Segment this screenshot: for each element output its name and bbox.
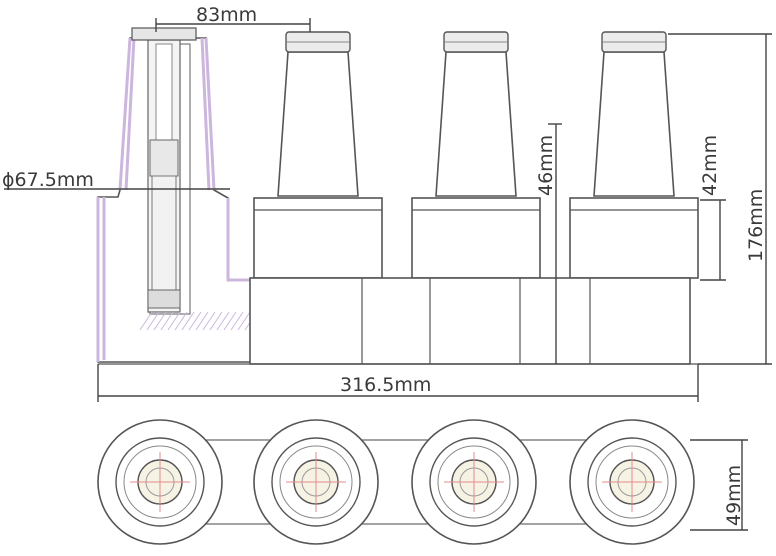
dim-176-label: 176mm: [745, 189, 767, 262]
dim-46: 46mm: [535, 123, 562, 364]
hatch-line: [188, 311, 202, 331]
bushing-cone: [277, 51, 359, 197]
conductor-contact: [149, 139, 179, 177]
hatch-line: [209, 311, 223, 331]
dim-42-label: 42mm: [699, 135, 721, 196]
bushing-1: [253, 31, 383, 279]
conductor-tip: [147, 289, 181, 309]
hatch-line: [181, 311, 195, 331]
hatch-line: [223, 311, 237, 331]
dim-diameter: ϕ67.5mm: [2, 169, 230, 191]
hatch-line: [195, 311, 209, 331]
dim-316: 316.5mm: [97, 364, 699, 402]
hatch-line: [139, 311, 153, 331]
bushing-cone: [593, 51, 675, 197]
dim-42: 42mm: [699, 135, 726, 281]
ring-2: [253, 419, 379, 545]
hatch-line: [167, 311, 181, 331]
ring-inner: [123, 445, 197, 519]
hatch-line: [174, 311, 188, 331]
hatch-line: [216, 311, 230, 331]
dim-83: 83mm: [155, 4, 311, 32]
dim-diameter-label: ϕ67.5mm: [2, 169, 94, 191]
bushing-flange: [569, 197, 699, 279]
bushing-cone: [435, 51, 517, 197]
hatch-line: [153, 311, 167, 331]
hatch-line: [202, 311, 216, 331]
hatch-line: [237, 311, 251, 331]
bushing-3: [569, 31, 699, 279]
hatch-line: [146, 311, 160, 331]
ring-1: [97, 419, 223, 545]
sheath-edge: [96, 37, 262, 362]
top-view: [97, 419, 695, 545]
base-block: [98, 277, 698, 365]
dim-49-label: 49mm: [723, 465, 745, 526]
dim-316-label: 316.5mm: [340, 374, 431, 396]
ring-inner: [279, 445, 353, 519]
base-long-bar: [249, 277, 691, 365]
bushing-flange: [411, 197, 541, 279]
bushing-row: [253, 31, 699, 279]
bushing-2: [411, 31, 541, 279]
bushing-flange: [253, 197, 383, 279]
dim-46-label: 46mm: [535, 135, 557, 196]
ring-3: [411, 419, 537, 545]
dim-83-label: 83mm: [196, 4, 257, 26]
ring-inner: [595, 445, 669, 519]
hatch-line: [230, 311, 244, 331]
conductor-shaft: [151, 175, 177, 307]
ring-row: [97, 419, 695, 545]
dim-176: 176mm: [668, 33, 772, 365]
ring-inner: [437, 445, 511, 519]
ring-4: [569, 419, 695, 545]
top-cap: [131, 27, 197, 41]
dim-49: 49mm: [690, 439, 748, 531]
ring-connector-bar: [149, 439, 631, 525]
hatch-line: [160, 311, 174, 331]
conductor-core: [155, 43, 173, 145]
